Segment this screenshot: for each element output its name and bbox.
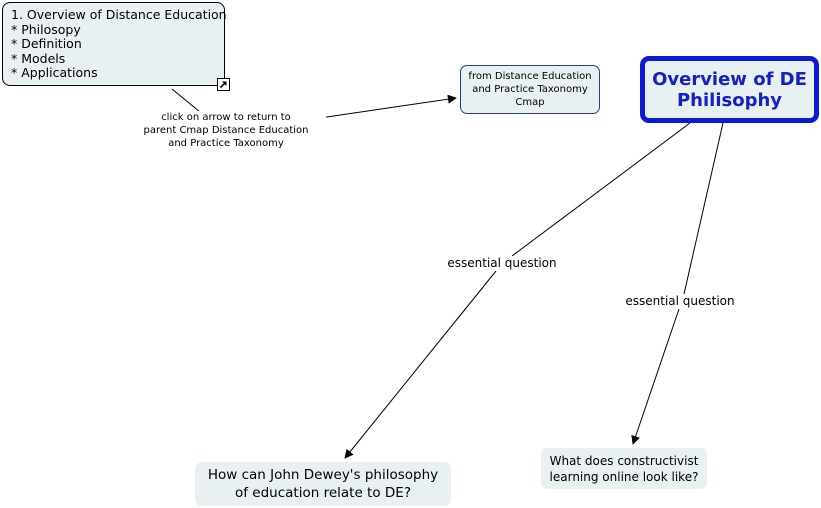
outline-line: * Philosopy — [11, 21, 81, 37]
source-line: and Practice Taxonomy — [472, 84, 588, 95]
return-arrow-icon[interactable] — [217, 78, 230, 91]
source-node[interactable]: from Distance Education and Practice Tax… — [460, 65, 600, 114]
return-label-line: and Practice Taxonomy — [168, 138, 284, 149]
link-label-essential-question-right: essential question — [624, 294, 736, 308]
question-node-constructivist[interactable]: What does constructivist learning online… — [541, 448, 707, 489]
question-line: What does constructivist — [549, 453, 699, 468]
outline-node[interactable]: 1. Overview of Distance Education * Phil… — [2, 2, 230, 91]
link-label-essential-question-left: essential question — [446, 256, 558, 270]
outline-line: * Models — [11, 50, 66, 66]
question-line: learning online look like? — [549, 469, 699, 484]
main-title-line: Philisophy — [676, 89, 782, 111]
question-node-dewey[interactable]: How can John Dewey's philosophy of educa… — [195, 462, 451, 506]
edge-right-label-to-constructivist — [631, 308, 680, 445]
edge-left-label-to-dewey — [344, 270, 497, 459]
edge-return-label-to-source — [312, 94, 457, 120]
main-concept-node[interactable]: Overview of DE Philisophy — [640, 56, 819, 123]
question-line: of education relate to DE? — [235, 485, 411, 501]
return-link-label: click on arrow to return to parent Cmap … — [126, 111, 326, 150]
outline-line: * Applications — [11, 65, 98, 80]
outline-line: 1. Overview of Distance Education — [11, 7, 227, 22]
edge-main-to-left-label — [511, 122, 691, 257]
edge-outline-to-return-label — [171, 88, 201, 113]
question-line: How can John Dewey's philosophy — [207, 467, 439, 483]
return-label-line: parent Cmap Distance Education — [143, 125, 309, 136]
source-line: Cmap — [515, 97, 545, 108]
source-line: from Distance Education — [468, 71, 592, 82]
main-title-line: Overview of DE — [652, 68, 807, 90]
return-label-line: click on arrow to return to — [161, 112, 291, 123]
outline-line: * Definition — [11, 36, 82, 51]
edge-main-to-right-label — [683, 122, 724, 295]
